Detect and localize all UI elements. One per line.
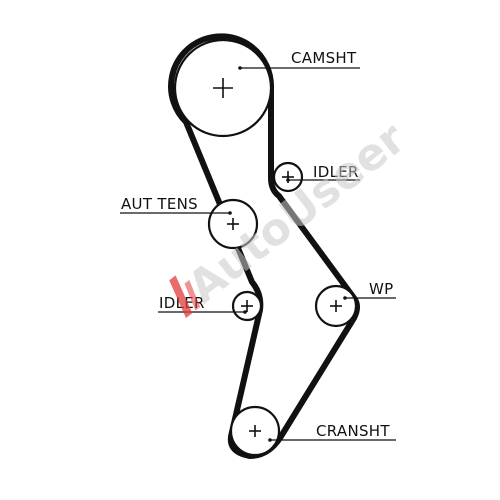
water-pump-label: WP — [369, 280, 393, 298]
timing-belt — [168, 33, 360, 459]
camshaft-label: CAMSHT — [291, 49, 357, 67]
water-pump-pulley — [314, 284, 358, 328]
crankshaft-label: CRANSHT — [316, 422, 390, 440]
callout-leaders — [120, 66, 396, 442]
crankshaft-pulley — [229, 405, 281, 457]
lower-idler-pulley — [231, 290, 263, 322]
upper-idler-label: IDLER — [313, 163, 359, 181]
tensioner-pulley — [207, 198, 259, 250]
tensioner-label: AUT TENS — [121, 195, 198, 213]
watermark-logo-icon — [169, 275, 193, 318]
camshaft-pulley — [173, 38, 273, 138]
